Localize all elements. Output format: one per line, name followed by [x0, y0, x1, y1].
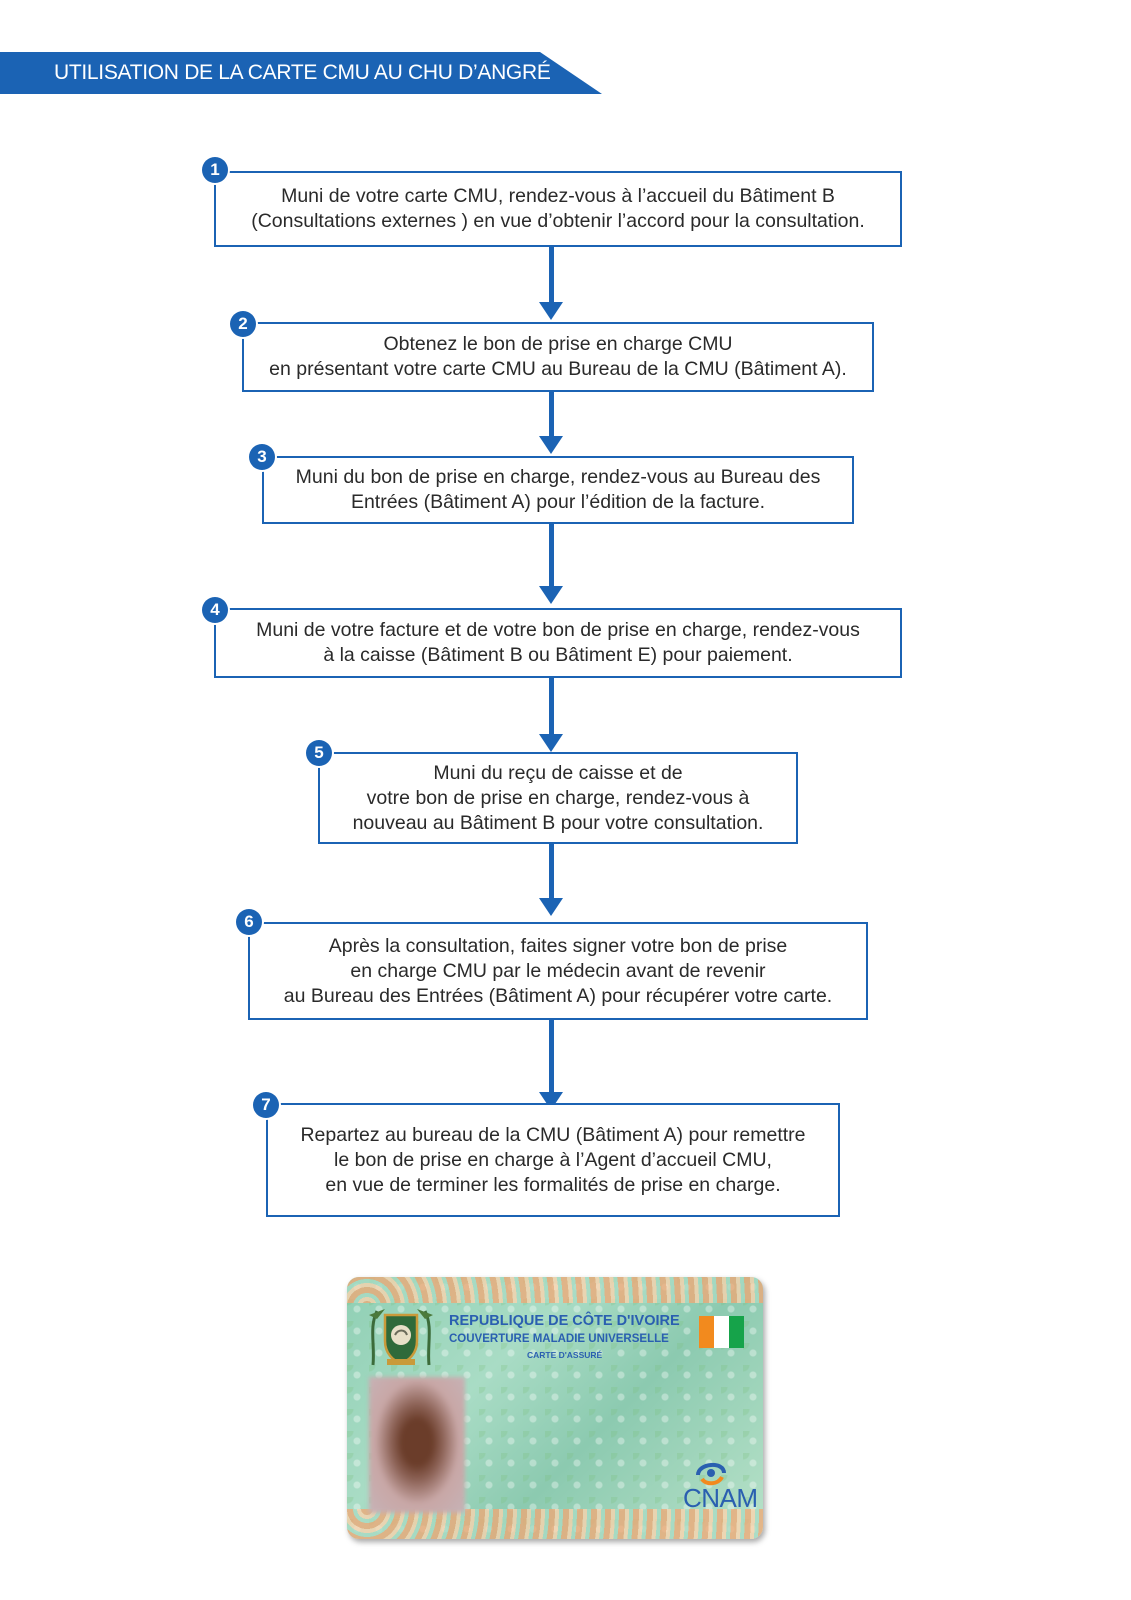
arrow-5-6	[539, 898, 563, 916]
step-text: Muni de votre carte CMU, rendez-vous à l…	[251, 185, 865, 232]
cnam-logo-text: CNAM	[683, 1483, 758, 1513]
step-box-1: Muni de votre carte CMU, rendez-vous à l…	[214, 171, 902, 247]
header-banner: UTILISATION DE LA CARTE CMU AU CHU D’ANG…	[0, 52, 602, 94]
arrow-1-2	[539, 302, 563, 320]
step-number-badge: 5	[306, 740, 332, 766]
step-number-badge: 3	[249, 444, 275, 470]
step-number-badge: 1	[202, 157, 228, 183]
card-program-text: COUVERTURE MALADIE UNIVERSELLE	[449, 1333, 669, 1345]
page-title: UTILISATION DE LA CARTE CMU AU CHU D’ANG…	[54, 61, 551, 84]
arrow-2-3	[539, 436, 563, 454]
connector-3-4	[549, 524, 554, 586]
step-box-2: Obtenez le bon de prise en charge CMU en…	[242, 322, 874, 392]
connector-6-7	[549, 1018, 554, 1092]
step-box-5: Muni du reçu de caisse et de votre bon d…	[318, 752, 798, 844]
card-country-text: REPUBLIQUE DE CÔTE D'IVOIRE	[449, 1313, 680, 1329]
arrow-4-5	[539, 734, 563, 752]
step-text: Repartez au bureau de la CMU (Bâtiment A…	[300, 1123, 806, 1196]
step-text: Obtenez le bon de prise en charge CMU en…	[269, 333, 847, 380]
step-number-badge: 4	[202, 597, 228, 623]
connector-5-6	[549, 842, 554, 898]
arrow-3-4	[539, 586, 563, 604]
step-text: Muni de votre facture et de votre bon de…	[256, 619, 860, 666]
card-type-text: CARTE D'ASSURÉ	[527, 1350, 603, 1360]
coat-of-arms-icon	[369, 1309, 433, 1366]
step-box-4: Muni de votre facture et de votre bon de…	[214, 608, 902, 678]
step-number-badge: 6	[236, 909, 262, 935]
ivory-coast-flag-icon	[699, 1316, 744, 1348]
step-number-badge: 7	[253, 1092, 279, 1118]
connector-2-3	[549, 392, 554, 436]
connector-4-5	[549, 678, 554, 734]
card-holder-photo	[369, 1377, 465, 1513]
connector-1-2	[549, 244, 554, 302]
card-decorative-band-top	[347, 1277, 763, 1303]
cmu-card-image: REPUBLIQUE DE CÔTE D'IVOIRE COUVERTURE M…	[347, 1277, 763, 1539]
step-box-3: Muni du bon de prise en charge, rendez-v…	[262, 456, 854, 524]
step-text: Après la consultation, faites signer vot…	[283, 934, 833, 1007]
step-text: Muni du reçu de caisse et de votre bon d…	[352, 761, 764, 834]
step-text: Muni du bon de prise en charge, rendez-v…	[295, 466, 821, 513]
step-box-7: Repartez au bureau de la CMU (Bâtiment A…	[266, 1103, 840, 1217]
step-box-6: Après la consultation, faites signer vot…	[248, 922, 868, 1020]
step-number-badge: 2	[230, 311, 256, 337]
cnam-logo-icon	[696, 1463, 726, 1486]
card-decorative-band-bottom	[347, 1509, 763, 1539]
